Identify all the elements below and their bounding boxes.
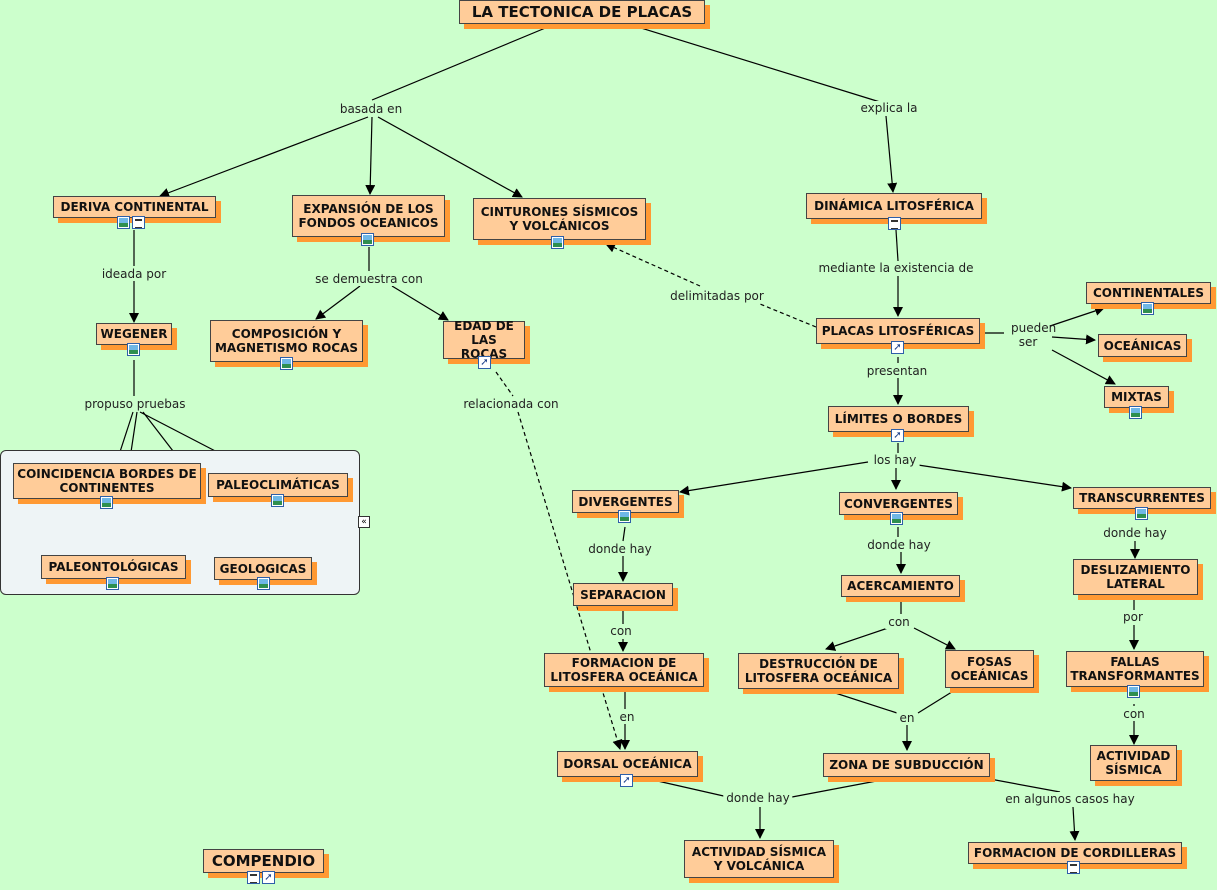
concept-mixtas[interactable]: MIXTAS [1104,386,1169,408]
concept-oceanicas[interactable]: OCEÁNICAS [1098,334,1187,357]
link-label-con-separacion[interactable]: con [607,624,635,638]
link-label-en-algunos-casos-hay[interactable]: en algunos casos hay [1002,792,1138,806]
image-icon[interactable] [117,216,130,229]
link-label-presentan[interactable]: presentan [863,364,931,378]
concept-dinamica-litosferica[interactable]: DINÁMICA LITOSFÉRICA [806,193,982,219]
concept-edad-rocas[interactable]: EDAD DE LAS ROCAS [443,319,525,361]
resource-icon[interactable]: ➚ [262,871,275,884]
concept-fosas-oceanicas[interactable]: FOSAS OCEÁNICAS [945,650,1034,688]
link-label-por[interactable]: por [1120,610,1146,624]
concept-acercamiento[interactable]: ACERCAMIENTO [841,575,960,597]
concept-formacion-cordilleras[interactable]: FORMACION DE CORDILLERAS [968,842,1182,864]
link-label-donde-hay-dorsal[interactable]: donde hay [723,791,793,805]
concept-paleontologicas[interactable]: PALEONTOLÓGICAS [41,555,186,579]
concept-expansion-fondos[interactable]: EXPANSIÓN DE LOS FONDOS OCEANICOS [292,195,445,237]
document-icon[interactable] [888,217,901,230]
link-label-mediante[interactable]: mediante la existencia de [815,261,977,275]
concept-composicion[interactable]: COMPOSICIÓN Y MAGNETISMO ROCAS [210,320,363,362]
image-icon[interactable] [1127,685,1140,698]
concept-actividad-sismica[interactable]: ACTIVIDAD SÍSMICA [1090,745,1177,781]
link-label-delimitadas-por[interactable]: delimitadas por [667,289,767,303]
concept-placas-litosfericas[interactable]: PLACAS LITOSFÉRICAS [816,318,980,344]
document-icon[interactable] [132,216,145,229]
concept-deslizamiento-lateral[interactable]: DESLIZAMIENTO LATERAL [1073,559,1198,595]
document-icon[interactable] [1067,861,1080,874]
link-label-donde-hay-convergentes[interactable]: donde hay [864,538,934,552]
concept-formacion-litosfera[interactable]: FORMACION DE LITOSFERA OCEÁNICA [544,653,704,687]
image-icon[interactable] [127,343,140,356]
image-icon[interactable] [1129,406,1142,419]
document-icon[interactable] [247,871,260,884]
image-icon[interactable] [271,494,284,507]
concept-continentales[interactable]: CONTINENTALES [1086,282,1211,304]
image-icon[interactable] [890,512,903,525]
concept-separacion[interactable]: SEPARACION [573,583,673,606]
image-icon[interactable] [1141,302,1154,315]
link-label-con-acercamiento[interactable]: con [885,615,913,629]
concept-destruccion-litosfera[interactable]: DESTRUCCIÓN DE LITOSFERA OCEÁNICA [738,653,899,689]
image-icon[interactable] [106,577,119,590]
resource-icon[interactable]: ➚ [891,429,904,442]
link-label-ideada-por[interactable]: ideada por [98,267,170,281]
image-icon[interactable] [257,577,270,590]
resource-icon[interactable]: ➚ [620,774,633,787]
resource-icon[interactable]: ➚ [478,356,491,369]
link-label-relacionada-con[interactable]: relacionada con [460,397,562,411]
concept-title[interactable]: LA TECTONICA DE PLACAS [459,0,705,24]
collapse-icon[interactable]: « [358,516,370,528]
concept-coincidencia-bordes[interactable]: COINCIDENCIA BORDES DE CONTINENTES [13,463,201,499]
concept-actividad-sismica-volcanica[interactable]: ACTIVIDAD SÍSMICA Y VOLCÁNICA [684,840,834,878]
resource-icon[interactable]: ➚ [891,341,904,354]
link-label-pueden-ser[interactable]: pueden ser [1008,321,1056,349]
concept-fallas-transformantes[interactable]: FALLAS TRANSFORMANTES [1066,651,1204,687]
image-icon[interactable] [280,357,293,370]
concept-paleoclimaticas[interactable]: PALEOCLIMÁTICAS [208,473,348,497]
link-label-los-hay[interactable]: los hay [870,453,920,467]
link-label-explica-la[interactable]: explica la [857,101,921,115]
concept-deriva-continental[interactable]: DERIVA CONTINENTAL [53,196,216,218]
image-icon[interactable] [551,236,564,249]
concept-limites-bordes[interactable]: LÍMITES O BORDES [828,406,969,432]
link-label-se-demuestra-con[interactable]: se demuestra con [312,272,426,286]
concept-dorsal-oceanica[interactable]: DORSAL OCEÁNICA [557,751,698,777]
image-icon[interactable] [100,496,113,509]
concept-wegener[interactable]: WEGENER [96,323,172,345]
image-icon[interactable] [361,233,374,246]
link-label-basada-en[interactable]: basada en [336,102,406,116]
link-label-con-fallas[interactable]: con [1120,707,1148,721]
concept-transcurrentes[interactable]: TRANSCURRENTES [1073,487,1211,509]
concept-cinturones[interactable]: CINTURONES SÍSMICOS Y VOLCÁNICOS [473,198,646,240]
link-label-en-formacion[interactable]: en [616,710,638,724]
concept-divergentes[interactable]: DIVERGENTES [572,490,679,513]
image-icon[interactable] [1135,507,1148,520]
image-icon[interactable] [618,510,631,523]
link-label-donde-hay-transcurrentes[interactable]: donde hay [1100,526,1170,540]
concept-zona-subduccion[interactable]: ZONA DE SUBDUCCIÓN [823,753,990,777]
link-label-en-destruccion[interactable]: en [896,711,918,725]
concept-compendio[interactable]: COMPENDIO [203,849,324,873]
link-label-donde-hay-divergentes[interactable]: donde hay [585,542,655,556]
concept-geologicas[interactable]: GEOLOGICAS [214,557,312,580]
link-label-propuso-pruebas[interactable]: propuso pruebas [81,397,189,411]
